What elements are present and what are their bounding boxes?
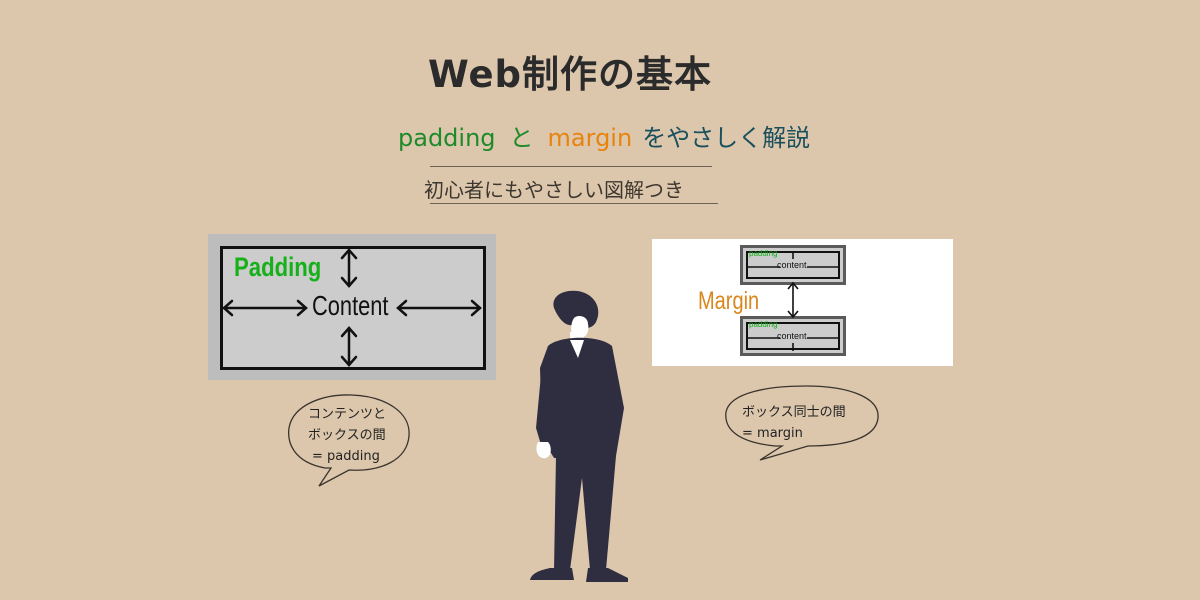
- right-speech-bubble: [725, 385, 879, 461]
- left-speech-bubble: [288, 394, 410, 487]
- margin-label: Margin: [698, 287, 760, 315]
- tagline: 初心者にもやさしい図解つき: [424, 178, 684, 202]
- person-illustration: [530, 290, 628, 582]
- subtitle-rest: をやさしく解説: [642, 124, 811, 152]
- bubble-line: コンテンツと: [308, 407, 387, 422]
- left-bubble-text: コンテンツと ボックスの間 = padding: [308, 404, 386, 467]
- margin-box-bottom: padding content: [740, 316, 846, 356]
- subtitle-and: と: [509, 124, 534, 152]
- bubble-line: = padding: [312, 449, 380, 464]
- bubble-line: ボックス同士の間: [742, 405, 846, 420]
- subtitle-margin: margin: [547, 124, 633, 152]
- page-title: Web制作の基本: [427, 53, 713, 96]
- mini-content-label: content: [777, 260, 807, 270]
- divider-top: [430, 166, 712, 167]
- padding-label: Padding: [234, 252, 322, 282]
- bubble-line: = margin: [742, 426, 803, 441]
- double-arrow-icon: [222, 248, 482, 367]
- mini-padding-label: padding: [749, 320, 778, 329]
- bubble-line: ボックスの間: [308, 428, 386, 443]
- subtitle-padding: padding: [398, 124, 496, 152]
- right-bubble-text: ボックス同士の間 = margin: [742, 402, 846, 444]
- double-arrow-icon: [748, 251, 838, 351]
- mini-padding-label: padding: [749, 249, 778, 258]
- mini-content-label: content: [777, 331, 807, 341]
- margin-diagram: padding content padding content Margin: [652, 239, 953, 366]
- padding-diagram: Padding Content: [208, 234, 496, 380]
- subtitle: padding と margin をやさしく解説: [398, 118, 810, 153]
- content-label: Content: [312, 290, 389, 321]
- divider-bottom: [430, 203, 718, 204]
